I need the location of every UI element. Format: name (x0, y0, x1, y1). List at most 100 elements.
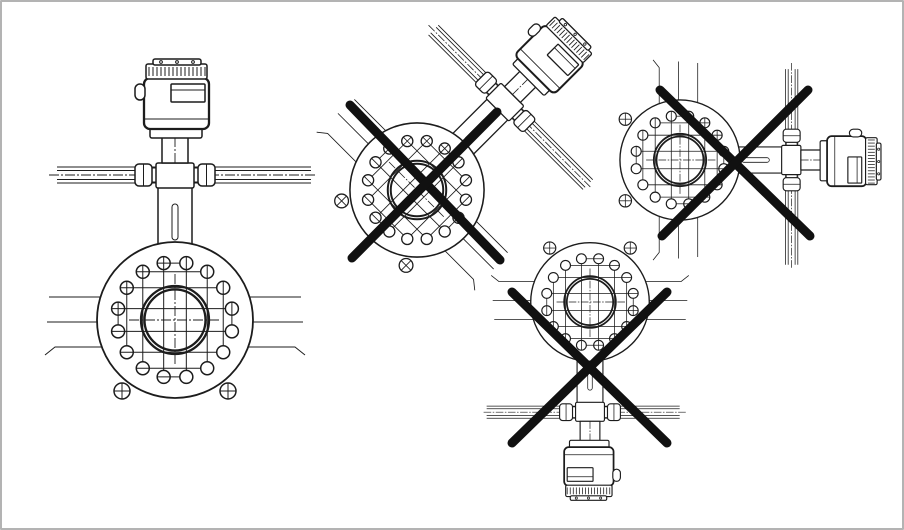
bolt-hole (387, 134, 437, 171)
cap-screws (563, 22, 587, 46)
neck (161, 136, 189, 164)
cap-screw (877, 172, 881, 176)
bolt-hole (361, 160, 398, 210)
view-4 (482, 241, 690, 501)
display-window (546, 43, 580, 76)
cap-screw (573, 32, 577, 36)
flowmeter (482, 241, 690, 501)
cap-screw (574, 496, 578, 500)
bolt-hole (175, 301, 240, 320)
bolt-hole (119, 280, 175, 320)
cap-ridge (569, 495, 608, 501)
cap-fins (549, 20, 590, 61)
jacking-bolt (398, 257, 414, 273)
bolt-hole (541, 302, 590, 317)
bolt-hole (575, 302, 590, 351)
bolt-hole (541, 287, 590, 302)
jacking-bolt (219, 382, 237, 400)
bolt-hole (665, 160, 680, 210)
reject-cross (345, 100, 505, 265)
view-2 (316, 16, 594, 291)
pipeline-outline (316, 99, 508, 291)
tee-body (781, 144, 802, 176)
tee-fitting (559, 401, 621, 422)
bolt-hole (369, 155, 411, 198)
bolt-hole (649, 117, 680, 160)
cap-fin (549, 20, 556, 27)
jacking-bolt (618, 194, 633, 208)
cap-fin (558, 29, 566, 36)
bolt-hole (387, 209, 437, 246)
bolt-hole (575, 253, 590, 302)
jacking-bolts (618, 112, 633, 208)
converter-housing (134, 58, 211, 139)
cap-screw (191, 60, 195, 64)
pipeline-outline (44, 296, 306, 356)
bolt-hole (175, 320, 215, 376)
bolt-hole (156, 320, 175, 385)
bolt-hole (665, 110, 680, 160)
flange-assembly (618, 99, 741, 221)
jacking-bolt (543, 241, 557, 255)
cap-screw (877, 147, 881, 151)
display-window (566, 467, 594, 482)
cap-screws (877, 147, 881, 176)
cap-fin (578, 49, 585, 56)
cap-fin (580, 51, 587, 58)
bolt-hole (590, 253, 605, 302)
jacking-bolt (334, 193, 350, 209)
bolt-hole (175, 255, 194, 320)
cap-ridge (152, 58, 202, 66)
side-boss (134, 83, 146, 101)
stem (157, 188, 193, 244)
tee-body (155, 162, 195, 189)
jacking-bolt (623, 241, 637, 255)
cap-fins (148, 67, 206, 76)
cap-ridge (558, 17, 592, 51)
flange-assembly (530, 241, 650, 362)
tee-fitting (781, 128, 802, 192)
view-3 (618, 59, 882, 270)
bolt-hole (630, 160, 680, 175)
cap-fin (583, 54, 590, 61)
bolt-hole (369, 182, 411, 225)
bolt-hole (175, 320, 194, 385)
side-boss (527, 23, 542, 37)
cap-fins (867, 139, 875, 184)
cap-screw (599, 496, 603, 500)
cap-fin (571, 41, 578, 49)
side-boss (612, 468, 621, 482)
bolt-hole (590, 302, 605, 351)
display-window (170, 83, 206, 103)
bolt-hole (547, 272, 590, 302)
bolt-hole (135, 264, 175, 320)
cap-fins (566, 487, 611, 495)
cap-screw (877, 160, 881, 164)
cap-fin (556, 27, 563, 34)
bolt-hole (156, 255, 175, 320)
bolt-hole (590, 287, 639, 302)
bolt-hole (590, 259, 620, 302)
display-window (847, 156, 863, 184)
cap-screw (583, 42, 587, 46)
bolt-hole (135, 320, 175, 376)
cap-fin (563, 34, 570, 41)
cap-fin (576, 46, 583, 53)
bolt-hole (175, 280, 231, 320)
view-1 (44, 58, 317, 400)
bolt-hole (637, 160, 680, 191)
bolt-hole (637, 129, 680, 160)
cap-fin (568, 39, 575, 46)
jacking-bolts (113, 382, 237, 400)
side-boss (848, 128, 863, 138)
cap-fin (551, 22, 558, 29)
bolt-hole (590, 302, 639, 317)
jacking-bolt (618, 112, 633, 126)
converter-housing (819, 128, 882, 188)
cap-fin (554, 24, 561, 31)
reject-cross-stroke-b (347, 107, 502, 263)
cap-fin (561, 32, 568, 39)
jacking-bolts (334, 193, 414, 273)
